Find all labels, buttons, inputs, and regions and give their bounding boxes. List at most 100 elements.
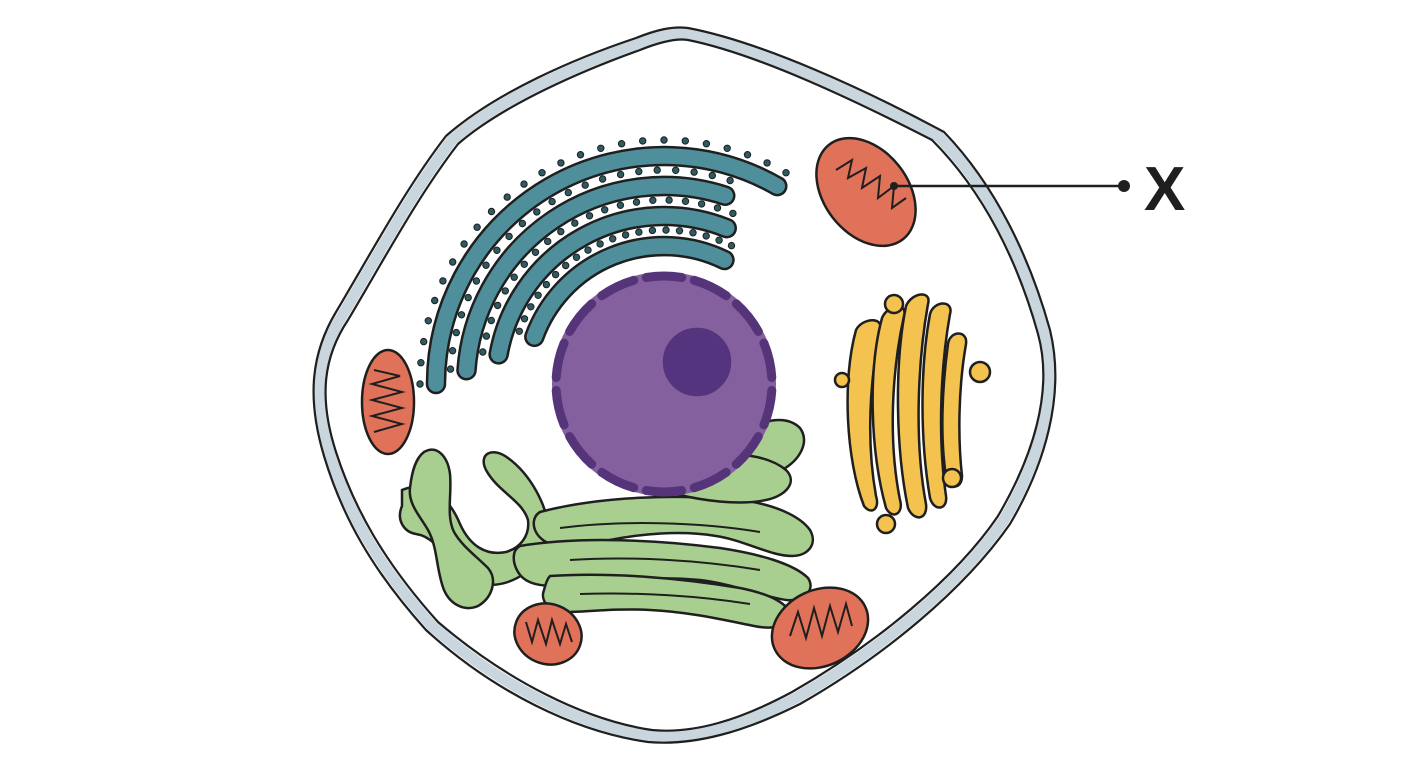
ribosome [584,246,592,254]
nuclear-envelope-segment [641,271,687,282]
ribosome [662,226,670,234]
rough-er-cisterna [456,175,736,381]
ribosome [616,201,625,209]
ribosome [482,261,490,269]
ribosome [538,169,546,177]
nuclear-envelope-segment [597,275,639,301]
nuclear-envelope-segment [689,275,731,301]
ribosome [487,207,496,216]
ribosome [702,140,711,148]
ribosome [518,219,527,228]
label-x: X [1144,155,1185,224]
nucleus [551,271,777,497]
nuclear-envelope-segment [641,486,687,497]
ribosome [616,170,625,179]
ribosome [763,159,771,167]
ribosome [479,348,487,356]
ribosome [515,327,523,335]
mitochondrion-bottom-right [770,586,870,670]
ribosome [649,196,657,205]
nuclear-envelope-segment [551,386,569,430]
ribosome [585,212,594,220]
ribosome [572,253,581,261]
ribosome [653,166,661,174]
ribosome [460,240,468,248]
ribosome [542,280,551,289]
ribosome [598,175,607,183]
ribosome [424,317,432,325]
ribosome [635,167,643,176]
ribosome [520,315,529,323]
ribosome [417,359,425,367]
ribosome [632,198,641,206]
ribosome [449,258,457,266]
nuclear-envelope-segment [565,432,597,469]
ribosome [557,227,565,236]
ribosome [708,171,716,180]
ribosome [416,380,424,388]
ribosome [493,301,502,310]
ribosome [596,240,604,248]
nuclear-envelope-segment [565,299,597,336]
nuclear-envelope [551,271,777,497]
ribosome [520,180,528,188]
ribosome [660,136,668,144]
nuclear-envelope-segment [759,386,777,430]
ribosome [743,151,752,159]
ribosome [617,140,626,148]
ribosome [487,316,495,325]
ribosome [446,365,455,373]
ribosome [581,181,589,189]
rough-er-cisterna [488,205,737,365]
nuclear-envelope-segment [551,338,569,382]
ribosome [639,137,647,145]
ribosome [493,246,501,255]
rough-er-cisterna [524,235,735,348]
ribosome [564,188,572,197]
ribosome [520,260,528,268]
nuclear-envelope-segment [731,432,763,469]
nuclear-envelope-segment [689,467,731,493]
ribosome [609,235,617,243]
mitochondrion-left [360,348,416,456]
ribosome [472,277,481,285]
ribosome [782,169,790,177]
ribosome [510,273,518,281]
nuclear-envelope-segment [731,299,763,336]
ribosome [534,291,542,299]
ribosome [448,347,457,355]
ribosome [675,227,684,235]
ribosome [601,206,609,214]
mitochondrion-bottom-left [513,602,583,666]
ribosome [635,228,643,236]
ribosome [533,208,541,216]
ribosome [548,197,556,206]
ribosome [473,223,481,231]
ribosome [576,151,585,159]
ribosome [452,328,460,337]
ribosome [681,137,689,145]
ribosome [501,287,509,295]
ribosome [713,204,722,212]
ribosome [729,209,737,218]
ribosome [690,168,698,176]
ribosome [597,144,605,153]
ribosome [482,332,491,340]
ribosome [727,241,736,250]
ribosome [672,166,680,175]
ribosome [681,197,690,206]
ribosome [431,296,439,305]
ribosome [439,277,447,285]
ribosome [527,303,535,311]
nuclear-envelope-segment [759,338,777,382]
ribosome [726,176,734,185]
ribosome [551,270,560,279]
label-pointer [890,180,1130,192]
ribosome [702,232,710,240]
mitochondrion-top-right [815,136,917,248]
rough-endoplasmic-reticulum [416,136,790,395]
ribosome [723,144,731,153]
ribosome [562,261,570,270]
